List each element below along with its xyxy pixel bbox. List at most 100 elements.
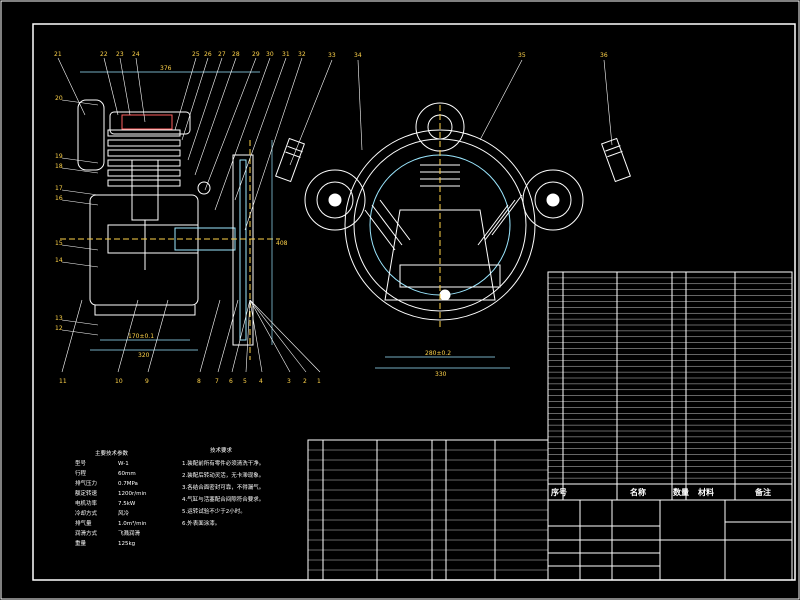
dim-top-label: 376 — [160, 65, 172, 72]
safety-valve-right — [601, 137, 631, 183]
front-view-dimensions: 280±0.2 330 — [375, 350, 510, 378]
spec-value: 7.5kW — [118, 501, 136, 507]
lower-parts-table — [307, 439, 549, 581]
callout-label: 8 — [197, 378, 201, 385]
front-view — [304, 102, 584, 330]
specs-block: 主要技术参数 型号 W-1 行程 60mm 排气压力 0.7MPa 额定转速 1200r/mi… — [75, 449, 147, 547]
callout-label: 12 — [55, 325, 63, 332]
callout-label: 17 — [55, 185, 63, 192]
callout-label: 29 — [252, 51, 260, 58]
callout-label: 30 — [266, 51, 274, 58]
spec-value: 1.0m³/min — [118, 520, 147, 527]
spec-value: 飞溅润滑 — [118, 529, 141, 537]
front-outer-ring — [344, 129, 536, 321]
bom-header-note: 备注 — [754, 487, 771, 497]
note-line: 3.各结合面密封可靠，不得漏气。 — [182, 483, 264, 491]
spec-label: 润滑方式 — [75, 529, 98, 537]
callouts-bottom: 11 10 9 8 7 6 5 4 3 2 1 — [59, 299, 321, 385]
head-right — [522, 169, 584, 231]
callout-label: 24 — [132, 51, 140, 58]
front-dim-2-label: 330 — [435, 371, 447, 378]
spec-label: 排气压力 — [75, 479, 97, 487]
notes-title: 技术要求 — [210, 446, 233, 454]
note-line: 2.装配后转动灵活，无卡滞现象。 — [182, 471, 264, 479]
spec-label: 型号 — [75, 459, 87, 467]
air-filter — [77, 99, 105, 171]
note-line: 6.外表面涂漆。 — [182, 519, 220, 527]
callout-label: 11 — [59, 378, 67, 385]
callout-label: 22 — [100, 51, 108, 58]
spec-value: 0.7MPa — [118, 481, 138, 487]
title-block — [547, 499, 793, 581]
callout-label: 5 — [243, 378, 247, 385]
note-line: 4.气缸与活塞配合间隙符合要求。 — [182, 495, 264, 503]
head-left — [304, 169, 366, 231]
cylinder-head — [109, 111, 191, 135]
callout-label: 19 — [55, 153, 63, 160]
cylinder-fins — [107, 129, 181, 187]
flywheel — [232, 154, 254, 346]
callout-label: 18 — [55, 163, 63, 170]
spec-value: W-1 — [118, 461, 129, 467]
oil-sight — [399, 264, 501, 288]
callout-label: 23 — [116, 51, 124, 58]
bom-header-qty: 数量 — [673, 487, 689, 497]
callout-label: 4 — [259, 378, 263, 385]
callout-label: 26 — [204, 51, 212, 58]
dim-bottom-2-label: 320 — [138, 352, 150, 359]
bom-table: 序号 名称 数量 材料 备注 — [547, 271, 793, 501]
callout-label: 27 — [218, 51, 226, 58]
dim-bottom-1-label: 170±0.1 — [128, 333, 154, 340]
callout-label: 1 — [317, 378, 321, 385]
front-callouts: 33 34 35 36 — [289, 52, 613, 166]
spec-value: 125kg — [118, 541, 135, 547]
callout-label: 3 — [287, 378, 291, 385]
side-section-view — [60, 99, 280, 360]
callout-label: 36 — [600, 52, 608, 59]
spec-label: 额定转速 — [75, 489, 98, 497]
crankcase-base — [94, 305, 196, 316]
note-line: 5.运转试验不少于2小时。 — [182, 507, 246, 515]
callout-label: 2 — [303, 378, 307, 385]
callout-label: 34 — [354, 52, 362, 59]
spec-label: 重量 — [75, 539, 87, 547]
callout-label: 25 — [192, 51, 200, 58]
spec-label: 行程 — [75, 469, 87, 477]
safety-valve-left — [275, 137, 305, 183]
bom-header-name: 名称 — [630, 487, 646, 497]
callout-label: 7 — [215, 378, 219, 385]
callout-label: 31 — [282, 51, 290, 58]
spec-label: 电机功率 — [75, 499, 98, 507]
front-dim-1-label: 280±0.2 — [425, 350, 451, 357]
callout-label: 35 — [518, 52, 526, 59]
spec-label: 排气量 — [75, 519, 92, 527]
callout-label: 33 — [328, 52, 336, 59]
callout-label: 21 — [54, 51, 62, 58]
crankcase-window — [384, 209, 496, 301]
spec-value: 1200r/min — [118, 491, 147, 497]
callout-label: 16 — [55, 195, 63, 202]
spec-label: 冷却方式 — [75, 509, 98, 517]
side-view-dimensions: 376 170±0.1 320 408 — [80, 65, 288, 359]
callout-label: 13 — [55, 315, 63, 322]
notes-block: 技术要求 1.装配前所有零件必须清洗干净。 2.装配后转动灵活，无卡滞现象。 3.各… — [182, 446, 264, 527]
callout-label: 14 — [55, 257, 63, 264]
callouts-top: 21 22 23 24 25 26 27 28 29 30 31 32 — [54, 51, 306, 231]
valve-plate — [121, 114, 173, 130]
callout-label: 9 — [145, 378, 149, 385]
specs-title: 主要技术参数 — [95, 449, 129, 457]
spec-value: 风冷 — [118, 509, 130, 517]
callout-label: 28 — [232, 51, 240, 58]
callout-label: 6 — [229, 378, 233, 385]
callout-label: 10 — [115, 378, 123, 385]
spec-value: 60mm — [118, 471, 136, 477]
bom-header-seq: 序号 — [551, 487, 567, 497]
callout-label: 32 — [298, 51, 306, 58]
oil-cap — [197, 181, 211, 195]
callout-label: 20 — [55, 95, 63, 102]
bom-header-material: 材料 — [698, 487, 714, 497]
note-line: 1.装配前所有零件必须清洗干净。 — [182, 459, 264, 467]
